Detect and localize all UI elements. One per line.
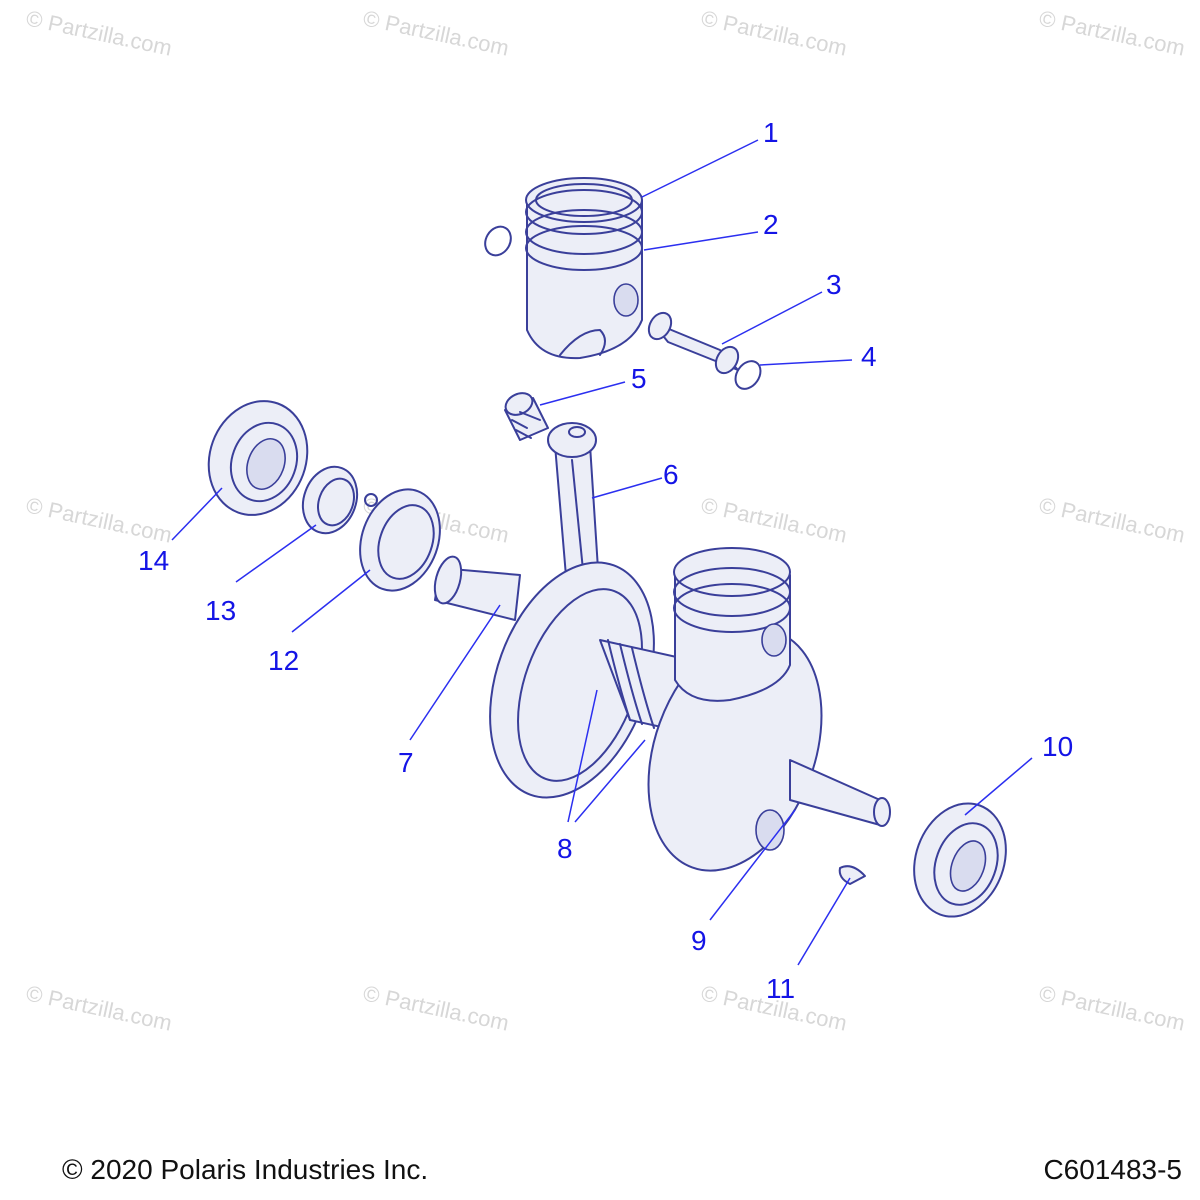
watermark: © Partzilla.com	[24, 492, 174, 547]
callout-12[interactable]: 12	[268, 645, 299, 676]
drawing-number: C601483-5	[1043, 1154, 1182, 1185]
piston-lower[interactable]	[673, 547, 791, 702]
piston-pin-clip[interactable]	[730, 356, 765, 393]
connecting-rod[interactable]	[547, 422, 601, 601]
watermark: © Partzilla.com	[361, 5, 511, 60]
callout-6[interactable]: 6	[663, 459, 679, 490]
piston-pin[interactable]	[644, 309, 742, 377]
callout-7[interactable]: 7	[398, 747, 414, 778]
callout-9[interactable]: 9	[691, 925, 707, 956]
watermark: © Partzilla.com	[699, 492, 849, 547]
callout-4[interactable]: 4	[861, 341, 877, 372]
watermark: © Partzilla.com	[361, 980, 511, 1035]
copyright-notice: © 2020 Polaris Industries Inc.	[62, 1154, 429, 1185]
seal-bearing[interactable]	[347, 478, 454, 602]
watermark-layer: © Partzilla.com © Partzilla.com © Partzi…	[24, 5, 1187, 1035]
watermark: © Partzilla.com	[699, 5, 849, 60]
watermark: © Partzilla.com	[24, 980, 174, 1035]
piston-pin-clip-left[interactable]	[480, 222, 516, 260]
callout-3[interactable]: 3	[826, 269, 842, 300]
callout-2[interactable]: 2	[763, 209, 779, 240]
main-bearing-right[interactable]	[899, 790, 1021, 929]
main-bearing-left[interactable]	[193, 387, 323, 529]
crankshaft-assembly[interactable]	[430, 540, 891, 895]
piston-upper[interactable]	[525, 177, 643, 360]
callout-14[interactable]: 14	[138, 545, 169, 576]
callout-10[interactable]: 10	[1042, 731, 1073, 762]
watermark: © Partzilla.com	[1037, 5, 1187, 60]
watermark: © Partzilla.com	[1037, 492, 1187, 547]
callout-13[interactable]: 13	[205, 595, 236, 626]
woodruff-key[interactable]	[838, 865, 866, 885]
leader-lines	[171, 139, 1033, 966]
spacer-ring[interactable]	[294, 459, 366, 541]
watermark: © Partzilla.com	[24, 5, 174, 60]
callout-5[interactable]: 5	[631, 363, 647, 394]
watermark: © Partzilla.com	[1037, 980, 1187, 1035]
callouts: 1 2 3 4 5 6 7 8 9 10 11 12 13 14	[138, 117, 1073, 1004]
needle-bearing[interactable]	[502, 389, 549, 441]
callout-8[interactable]: 8	[557, 833, 573, 864]
callout-1[interactable]: 1	[763, 117, 779, 148]
callout-11[interactable]: 11	[766, 973, 795, 1004]
